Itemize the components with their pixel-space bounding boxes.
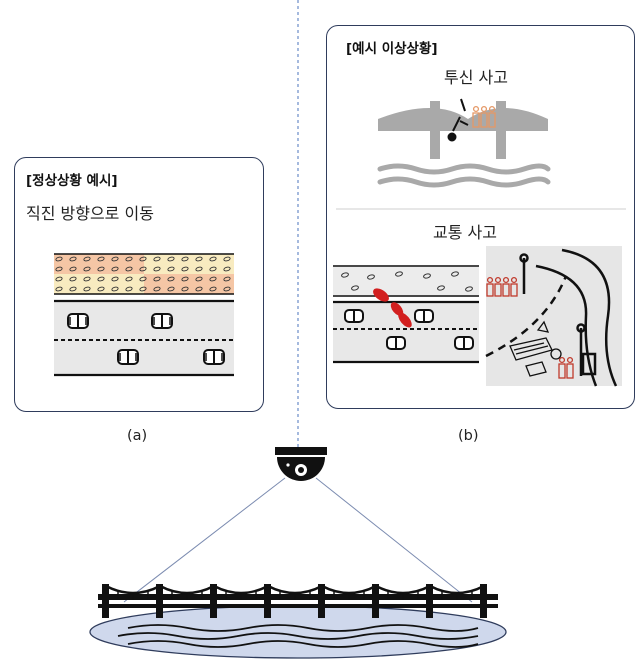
suicide-jump-label: 투신 사고 [444,68,508,87]
car-icon [67,313,89,329]
panel-a-caption: (a) [127,428,148,444]
normal-situation-tag: [정상상황 예시] [26,173,118,189]
crowd-icon [558,356,574,379]
crowd-icon [486,276,518,297]
car-icon [344,309,364,323]
suicide-jump-illustration [377,98,551,188]
normal-situation-description: 직진 방향으로 이동 [26,204,154,223]
car-icon [454,336,474,350]
abnormal-situation-tag: [예시 이상상황] [346,41,438,57]
car-icon [386,336,406,350]
panel-b-caption: (b) [458,428,479,444]
car-icon [117,349,139,365]
monitored-bridge-illustration [89,584,507,659]
bridge-icon [378,101,548,159]
car-icon [151,313,173,329]
traffic-accident-label: 교통 사고 [433,223,497,242]
person-falling-icon [447,98,469,142]
streetlight-icon [519,253,597,376]
crowd-icon [472,105,496,128]
traffic-accident-road-illustration [333,265,479,364]
bridge-icon [98,584,498,618]
cctv-camera-icon [275,447,327,481]
normal-road-illustration [54,253,234,377]
car-icon [414,309,434,323]
traffic-accident-curve-illustration [485,246,622,387]
car-icon [203,349,225,365]
panel-b-separator [336,208,626,210]
